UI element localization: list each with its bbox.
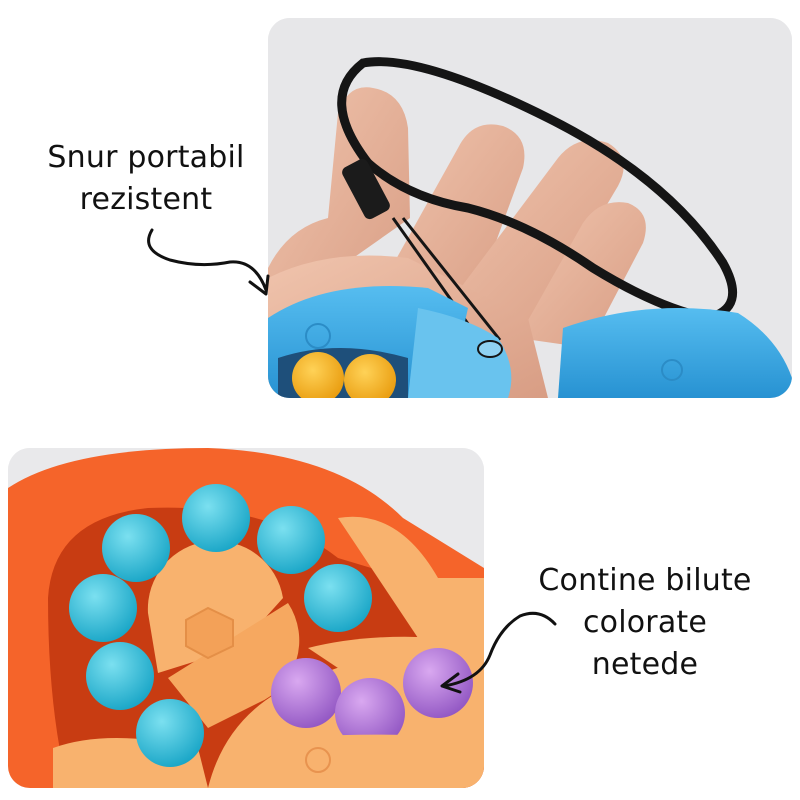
beads-photo-illustration (8, 448, 484, 788)
caption-beads: Contine bilute colorate netede (520, 560, 770, 686)
caption-strap: Snur portabil rezistent (30, 137, 262, 221)
curved-arrow-right-down-icon (147, 228, 270, 296)
caption-beads-line2: colorate (582, 605, 708, 640)
caption-beads-line1: Contine bilute (538, 563, 752, 598)
strap-photo-illustration (268, 18, 792, 398)
curved-arrow-left-icon (440, 611, 557, 694)
caption-strap-line1: Snur portabil (47, 140, 245, 175)
caption-beads-line3: netede (591, 647, 699, 682)
caption-strap-line2: rezistent (79, 182, 213, 217)
product-photo-strap (268, 18, 792, 398)
product-photo-beads (8, 448, 484, 788)
